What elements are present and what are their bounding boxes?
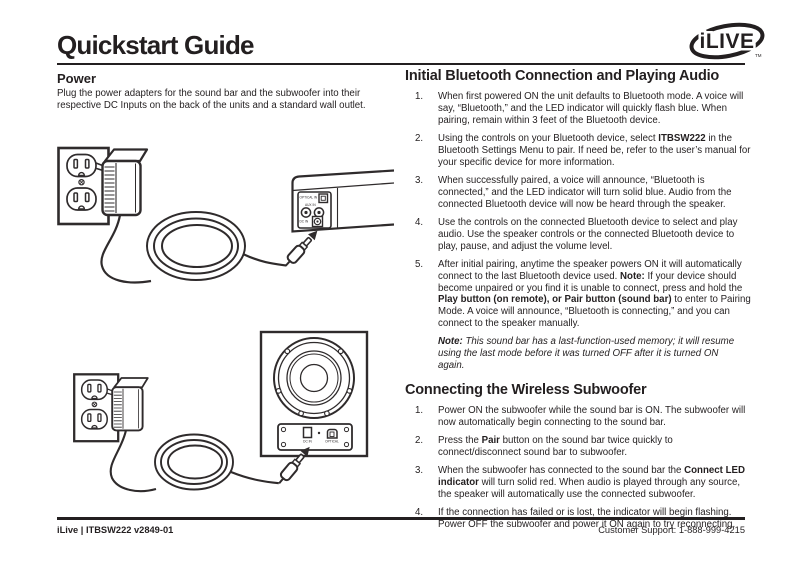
- list-item: 4. If the connection has failed or is los…: [405, 507, 751, 531]
- subwoofer: DC IN OPTICAL: [259, 330, 369, 458]
- list-item-text: When successfully paired, a voice will a…: [438, 174, 732, 210]
- list-item: 1. Power ON the subwoofer while the sound…: [405, 405, 751, 429]
- list-item-text: If the connection has failed or is lost,…: [438, 507, 736, 531]
- power-adapter: [106, 377, 149, 432]
- list-item-number: 2.: [415, 132, 424, 144]
- list-item-number: 3.: [415, 174, 424, 186]
- power-heading: Power: [57, 71, 97, 86]
- brand-name: iLIVE: [699, 30, 754, 53]
- list-item-number: 1.: [415, 404, 424, 416]
- arrow-up-icon: [300, 446, 310, 457]
- wall-outlet: [57, 146, 110, 226]
- dc-plug: [284, 230, 318, 267]
- page-title: Quickstart Guide: [57, 30, 255, 60]
- list-item-text: When the subwoofer has connected to the …: [438, 465, 745, 500]
- dc-plug: [278, 446, 310, 484]
- bluetooth-steps-list: 1. When first powered ON the unit default…: [405, 91, 751, 330]
- list-item-text: Use the controls on the connected Blueto…: [438, 216, 738, 252]
- subwoofer-dc-in-label: DC IN: [303, 440, 312, 444]
- memory-note: Note: This sound bar has a last-function…: [438, 336, 735, 372]
- footer-model-number: iLive | ITBSW222 v2849-01: [57, 525, 174, 535]
- arrow-up-icon: [308, 230, 318, 241]
- list-item-text: After initial pairing, anytime the speak…: [438, 258, 751, 330]
- power-adapter: [95, 148, 149, 217]
- footer-divider: [57, 517, 745, 520]
- subwoofer-steps-list: 1. Power ON the subwoofer while the sound…: [405, 405, 751, 531]
- right-column: Initial Bluetooth Connection and Playing…: [405, 68, 751, 537]
- wall-outlet: [73, 373, 120, 443]
- list-item: 1. When first powered ON the unit default…: [405, 91, 751, 126]
- list-item-text: Press the Pair button on the sound bar t…: [438, 435, 673, 458]
- connection-panel: [277, 423, 353, 451]
- power-body: Plug the power adapters for the sound ba…: [57, 88, 366, 112]
- coiled-cable: [100, 211, 287, 284]
- aux-in-label: AUX IN: [305, 203, 316, 207]
- list-item-number: 2.: [415, 435, 424, 447]
- list-item: 2. Press the Pair button on the sound bar…: [405, 435, 751, 459]
- list-item: 3. When the subwoofer has connected to th…: [405, 465, 751, 500]
- subwoofer-heading: Connecting the Wireless Subwoofer: [405, 381, 647, 398]
- sound-bar: OPTICAL IN AUX IN DC IN: [291, 169, 394, 233]
- list-item-number: 3.: [415, 465, 424, 477]
- coiled-cable: [109, 429, 279, 493]
- list-item: 3. When successfully paired, a voice will…: [405, 175, 751, 210]
- ilive-logo: iLIVE TM: [689, 22, 765, 60]
- list-item-text: When first powered ON the unit defaults …: [438, 91, 744, 126]
- list-item-text: Using the controls on your Bluetooth dev…: [438, 132, 751, 168]
- subwoofer-power-illustration: DC IN OPTICAL: [73, 330, 369, 493]
- trademark-mark: TM: [755, 53, 762, 58]
- list-item: 4. Use the controls on the connected Blue…: [405, 217, 751, 252]
- led-dot-icon: [317, 431, 321, 435]
- header-divider: [57, 63, 745, 65]
- list-item-text: Power ON the subwoofer while the sound b…: [438, 404, 746, 428]
- logo-swoosh-icon: [689, 22, 765, 60]
- list-item-number: 4.: [415, 216, 424, 228]
- list-item: 2. Using the controls on your Bluetooth d…: [405, 133, 751, 168]
- list-item-number: 5.: [415, 258, 424, 270]
- optical-in-label: OPTICAL IN: [300, 196, 318, 200]
- list-item: 5. After initial pairing, anytime the spe…: [405, 259, 751, 330]
- bluetooth-heading: Initial Bluetooth Connection and Playing…: [405, 68, 720, 84]
- footer-customer-support: Customer Support: 1-888-999-4215: [598, 525, 745, 535]
- list-item-number: 4.: [415, 507, 424, 519]
- driver-screws: [275, 348, 353, 417]
- dc-in-port-icon: [302, 426, 313, 439]
- subwoofer-optical-label: OPTICAL: [325, 440, 339, 444]
- panel-screws: [280, 426, 350, 448]
- list-item-number: 1.: [415, 91, 424, 102]
- dc-in-label: DC IN: [300, 220, 309, 224]
- soundbar-power-illustration: OPTICAL IN AUX IN DC IN: [57, 146, 394, 284]
